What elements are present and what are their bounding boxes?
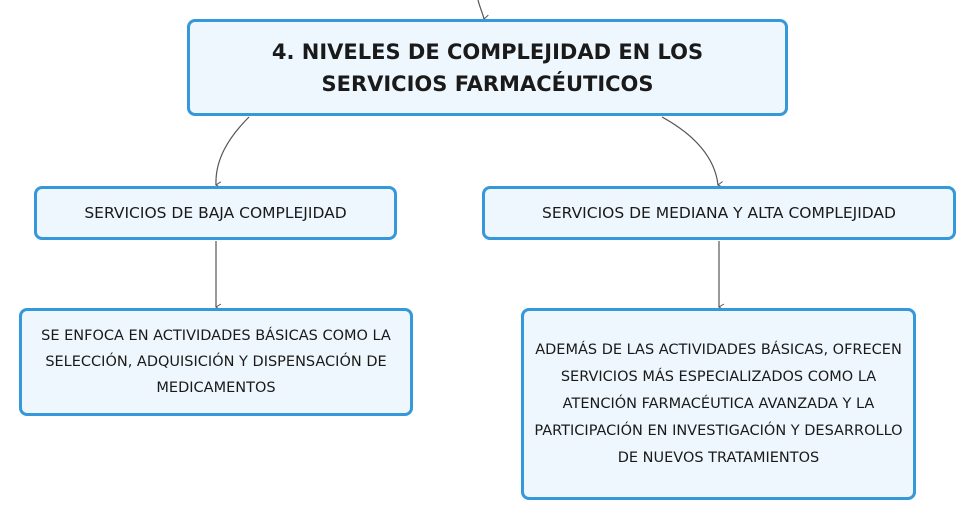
low-complexity-node[interactable]: SERVICIOS DE BAJA COMPLEJIDAD (34, 186, 397, 240)
medium-high-complexity-label: SERVICIOS DE MEDIANA Y ALTA COMPLEJIDAD (542, 204, 896, 222)
connector-root-to-low (215, 116, 250, 189)
medium-high-complexity-description-node[interactable]: ADEMÁS DE LAS ACTIVIDADES BÁSICAS, OFREC… (521, 308, 916, 500)
connector-from-parent (477, 0, 490, 22)
connector-root-to-high (661, 116, 724, 188)
low-complexity-label: SERVICIOS DE BAJA COMPLEJIDAD (84, 204, 347, 222)
medium-high-complexity-description: ADEMÁS DE LAS ACTIVIDADES BÁSICAS, OFREC… (534, 341, 903, 466)
medium-high-complexity-node[interactable]: SERVICIOS DE MEDIANA Y ALTA COMPLEJIDAD (482, 186, 956, 240)
root-topic-label: 4. NIVELES DE COMPLEJIDAD EN LOS SERVICI… (271, 39, 704, 96)
low-complexity-description-node[interactable]: SE ENFOCA EN ACTIVIDADES BÁSICAS COMO LA… (19, 308, 413, 416)
low-complexity-description: SE ENFOCA EN ACTIVIDADES BÁSICAS COMO LA… (41, 328, 391, 396)
root-topic-node[interactable]: 4. NIVELES DE COMPLEJIDAD EN LOS SERVICI… (187, 19, 788, 116)
